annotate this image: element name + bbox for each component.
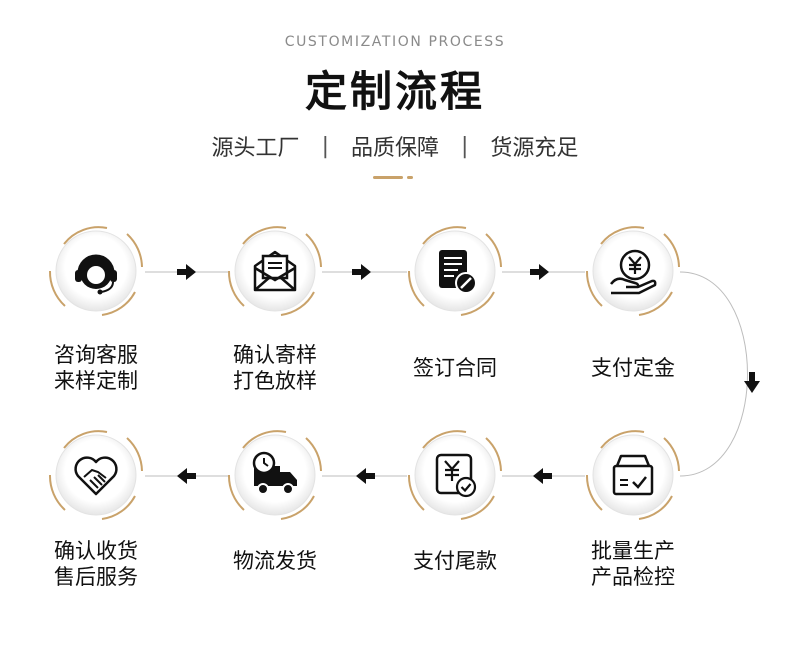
step-label: 来样定制 xyxy=(54,369,138,393)
arrow-right-icon xyxy=(352,264,371,280)
step-circle xyxy=(584,222,682,320)
tagline-item: 源头工厂 xyxy=(211,136,300,161)
arrow-left-icon xyxy=(533,468,552,484)
yen-receipt-icon xyxy=(430,450,480,500)
step-label: 确认收货 xyxy=(54,539,138,563)
step-circle xyxy=(47,426,145,524)
tagline-separator: | xyxy=(461,133,469,159)
step-label: 物流发货 xyxy=(233,549,317,573)
accent-divider xyxy=(373,176,413,180)
handshake-icon xyxy=(71,450,121,500)
headset-icon xyxy=(71,246,121,296)
step-label: 确认寄样 xyxy=(233,343,317,367)
page-title: 定制流程 xyxy=(304,67,485,116)
arrow-right-icon xyxy=(530,264,549,280)
step-label: 批量生产 xyxy=(591,539,675,563)
truck-icon xyxy=(250,450,300,500)
arrow-left-icon xyxy=(177,468,196,484)
yen-hand-icon xyxy=(608,246,658,296)
step-label: 打色放样 xyxy=(233,369,317,393)
contract-icon xyxy=(430,246,480,296)
tagline: 源头工厂 | 品质保障 | 货源充足 xyxy=(0,130,790,162)
tagline-item: 品质保障 xyxy=(350,136,439,161)
arrow-down-icon xyxy=(744,372,760,393)
subtitle-en: CUSTOMIZATION PROCESS xyxy=(284,34,506,50)
step-label: 售后服务 xyxy=(54,565,138,589)
tagline-separator: | xyxy=(321,133,329,159)
box-check-icon xyxy=(608,450,658,500)
step-label: 支付定金 xyxy=(591,356,675,380)
arrow-right-icon xyxy=(177,264,196,280)
tagline-item: 货源充足 xyxy=(490,136,579,161)
envelope-icon xyxy=(250,246,300,296)
step-label: 支付尾款 xyxy=(413,549,497,573)
step-label: 签订合同 xyxy=(413,356,497,380)
step-label: 产品检控 xyxy=(591,565,675,589)
step-label: 咨询客服 xyxy=(54,343,138,367)
step-circle xyxy=(584,426,682,524)
arrow-left-icon xyxy=(356,468,375,484)
